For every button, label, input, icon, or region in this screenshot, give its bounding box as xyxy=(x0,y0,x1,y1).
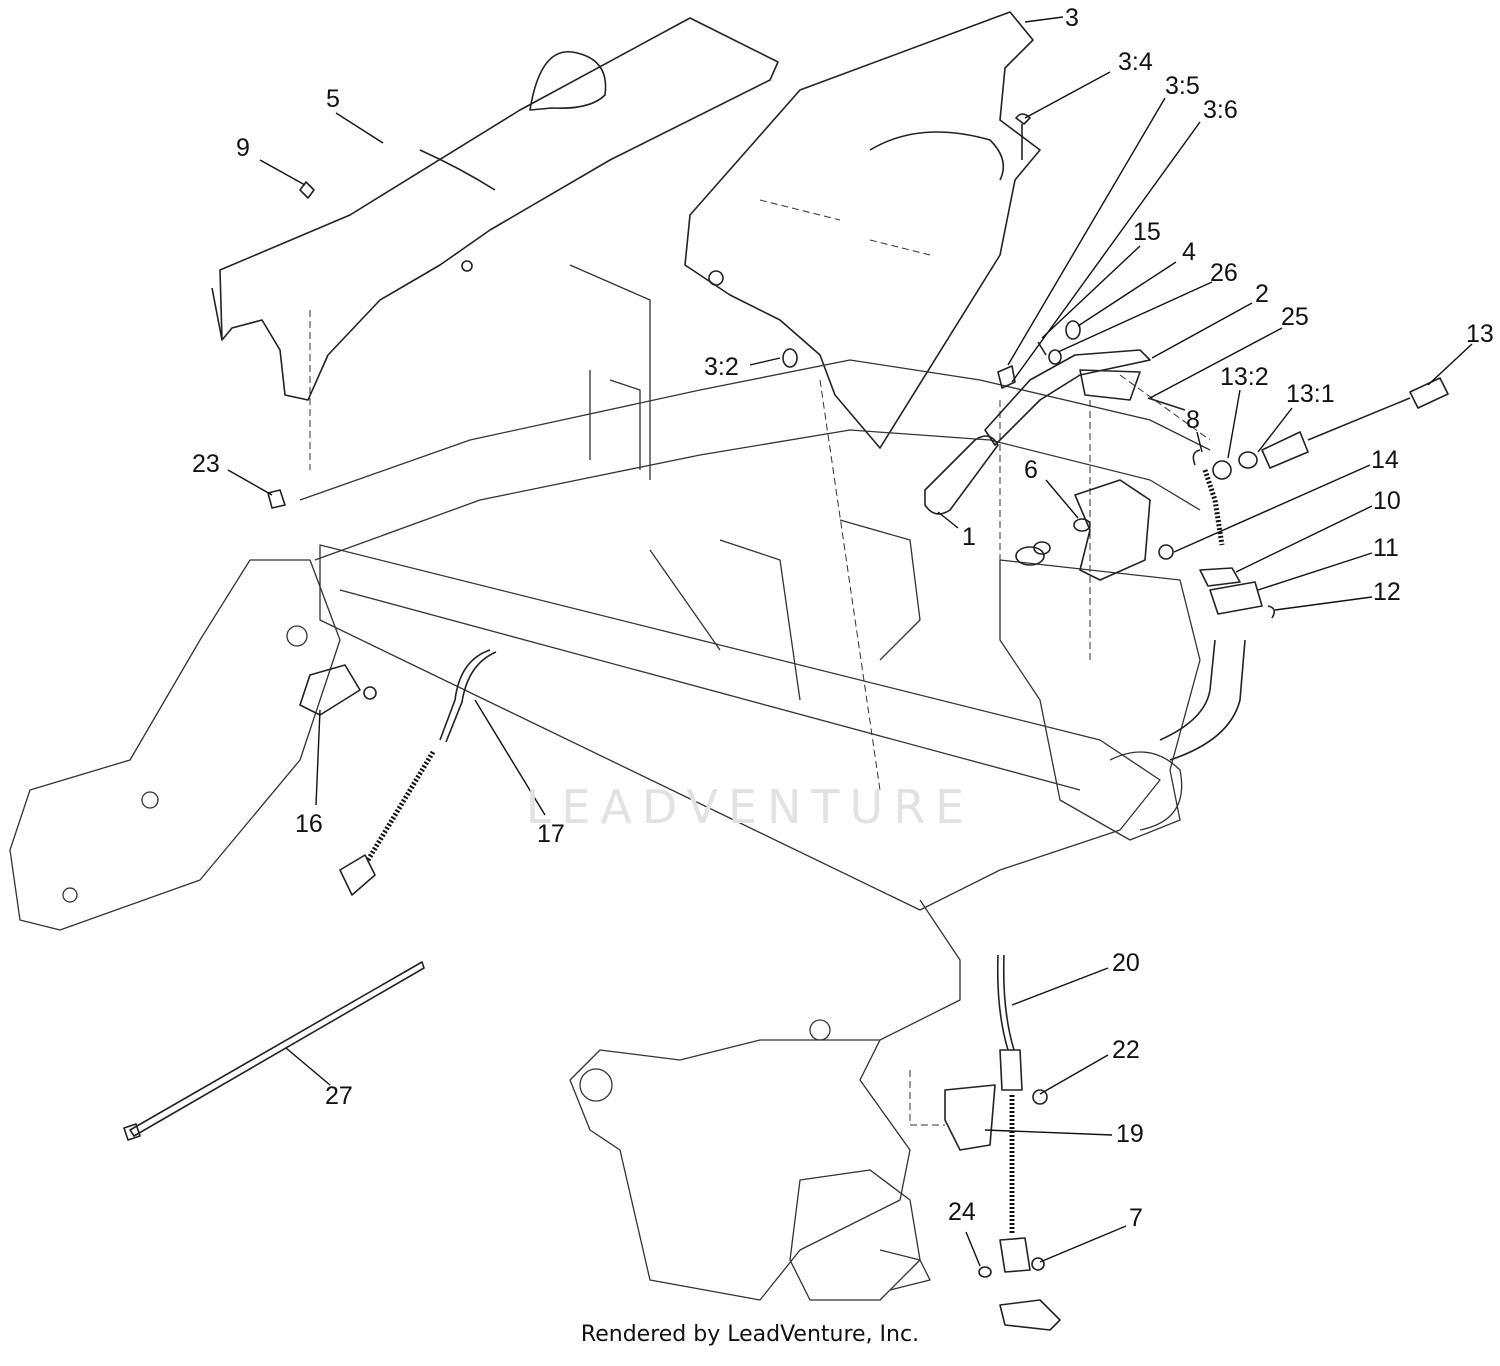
callout-20: 20 xyxy=(1112,949,1140,977)
part-13-2-washer xyxy=(1212,460,1232,480)
callout-labels: 3 3:4 3:5 3:6 5 9 15 4 26 2 25 13 13:2 1… xyxy=(192,4,1494,1232)
callout-3: 3 xyxy=(1065,4,1079,32)
callout-22: 22 xyxy=(1112,1036,1140,1064)
part-17-cable xyxy=(439,649,491,741)
callout-5: 5 xyxy=(326,85,340,113)
callout-23: 23 xyxy=(192,450,220,478)
part-27-cable-tie xyxy=(129,961,425,1137)
callout-10: 10 xyxy=(1373,487,1401,515)
callout-3-6: 3:6 xyxy=(1203,96,1238,124)
callout-12: 12 xyxy=(1373,578,1401,606)
callout-8: 8 xyxy=(1186,406,1200,434)
part-22-bolt xyxy=(1032,1089,1048,1105)
part-7-clevis xyxy=(999,1237,1031,1273)
callout-16: 16 xyxy=(295,810,323,838)
callout-1: 1 xyxy=(962,523,976,551)
part-13-harness xyxy=(1307,397,1411,441)
callout-11: 11 xyxy=(1373,534,1399,562)
render-credit: Rendered by LeadVenture, Inc. xyxy=(580,1322,920,1347)
part-11-plate xyxy=(1209,581,1263,615)
callout-3-2: 3:2 xyxy=(704,353,739,381)
callout-26: 26 xyxy=(1210,259,1238,287)
callout-9: 9 xyxy=(236,134,250,162)
callout-24: 24 xyxy=(948,1198,976,1226)
callout-27: 27 xyxy=(325,1082,353,1110)
part-24-clip xyxy=(978,1266,992,1278)
part-4-bushing xyxy=(1065,320,1081,340)
watermark-text: LEADVENTURE xyxy=(525,780,975,834)
callout-13-1: 13:1 xyxy=(1286,380,1335,408)
part-3-4-screw xyxy=(1015,113,1031,160)
part-2-lever xyxy=(984,349,1151,446)
part-9-screw xyxy=(299,181,315,199)
lever-assembly xyxy=(782,113,1186,515)
callout-19: 19 xyxy=(1116,1120,1144,1148)
part-14-nut xyxy=(1158,544,1174,560)
part-6-bolt xyxy=(1073,518,1091,532)
callout-6: 6 xyxy=(1024,456,1038,484)
callout-2: 2 xyxy=(1255,280,1269,308)
part-5-left-cover xyxy=(211,17,779,401)
callout-13-2: 13:2 xyxy=(1220,363,1269,391)
part-20-cable xyxy=(996,954,1009,1051)
callout-25: 25 xyxy=(1281,303,1309,331)
frame-reference xyxy=(9,264,1211,1301)
part-13-1-sleeve xyxy=(1261,431,1309,469)
callout-4: 4 xyxy=(1182,238,1196,266)
bracket xyxy=(1074,479,1151,581)
callout-3-5: 3:5 xyxy=(1165,72,1200,100)
callout-17: 17 xyxy=(537,820,565,848)
part-23-clip xyxy=(267,489,286,509)
part-17-rod xyxy=(365,750,436,862)
part-19-bracket xyxy=(944,1084,996,1151)
part-26-washer xyxy=(1048,349,1062,365)
leader-lines xyxy=(227,16,1473,1267)
part-8-spring xyxy=(1202,469,1225,546)
callout-7: 7 xyxy=(1129,1204,1143,1232)
part-12-clip xyxy=(1267,605,1276,619)
part-16-bracket xyxy=(299,664,361,716)
part-10-switch xyxy=(1199,567,1241,587)
callout-13: 13 xyxy=(1466,320,1494,348)
part-3-center-cover xyxy=(684,11,1041,449)
part-25-pin xyxy=(1147,397,1186,411)
switch-bracket xyxy=(1015,377,1449,761)
part-1-grip xyxy=(924,435,999,515)
callout-15: 15 xyxy=(1133,218,1161,246)
part-3-2-grommet xyxy=(782,348,798,368)
part-3-4-nut xyxy=(997,365,1016,389)
callout-3-4: 3:4 xyxy=(1118,48,1153,76)
callout-14: 14 xyxy=(1371,446,1399,474)
cables xyxy=(123,181,1061,1331)
